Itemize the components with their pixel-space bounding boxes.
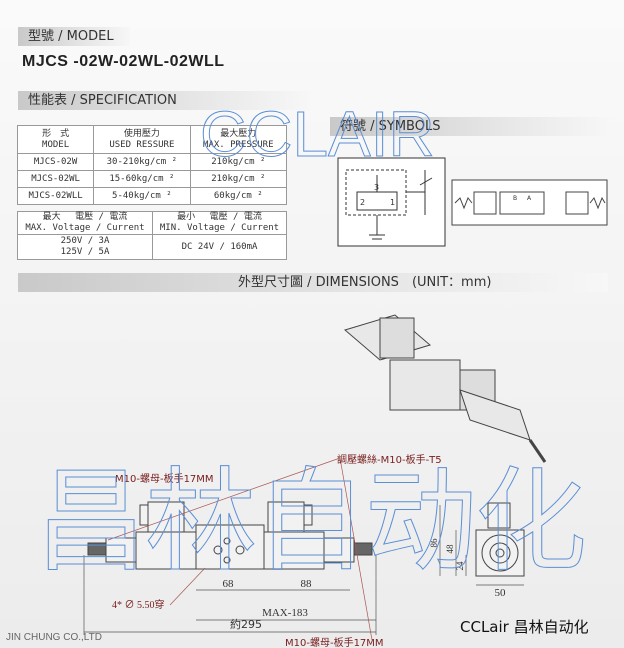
watermark-chinese: 昌林自动化 xyxy=(35,457,585,587)
electrical-symbol xyxy=(337,157,446,247)
min-voltage-value: DC 24V / 160mA xyxy=(152,234,287,260)
leader-lines xyxy=(107,457,373,641)
port-a-label: A xyxy=(527,195,532,202)
dim-86: 86 xyxy=(429,538,439,548)
isometric-valve-drawing xyxy=(343,314,547,463)
model-heading: 型號 / MODEL xyxy=(18,27,130,46)
nut-bottom-label: M10-螺母-板手17MM xyxy=(285,636,384,648)
pin-2-label: 2 xyxy=(360,198,365,207)
brand-label: CCLair 昌林自动化 xyxy=(460,618,589,636)
company-footer: JIN CHUNG CO.,LTD xyxy=(6,632,102,643)
port-b-label: B xyxy=(513,195,517,202)
dim-50: 50 xyxy=(495,587,507,599)
pin-3-label: 3 xyxy=(374,183,379,192)
watermark-cclair: CCLAIR xyxy=(200,98,435,170)
dim-24: 24 xyxy=(455,561,465,571)
dim-max-183: MAX-183 xyxy=(262,607,308,619)
dimensions-heading: 外型尺寸圖 / DIMENSIONS (UNIT：mm) xyxy=(18,273,608,292)
hydraulic-symbol xyxy=(451,179,608,226)
pin-1-label: 1 xyxy=(390,198,395,207)
adjust-screw-label: 調壓螺絲-M10-板手-T5 xyxy=(337,453,442,466)
dim-68: 68 xyxy=(223,578,235,590)
side-view-drawing xyxy=(475,502,525,577)
spec-heading: 性能表 / SPECIFICATION xyxy=(18,91,310,110)
dim-48: 48 xyxy=(445,544,455,554)
front-view-drawing xyxy=(87,501,373,570)
model-name: MJCS -02W-02WL-02WLL xyxy=(22,53,225,70)
nut-top-label: M10-螺母-板手17MM xyxy=(115,472,214,485)
dim-total-295: 約295 xyxy=(230,617,262,631)
holes-label: 4* ∅ 5.50穿 xyxy=(112,598,165,611)
symbols-heading: 符號 / SYMBOLS xyxy=(330,117,610,136)
dimension-lines xyxy=(83,505,524,635)
dim-88: 88 xyxy=(301,578,313,590)
cell: 60kg/cm ² xyxy=(189,187,288,205)
cell: 5-40kg/cm ² xyxy=(93,187,191,205)
